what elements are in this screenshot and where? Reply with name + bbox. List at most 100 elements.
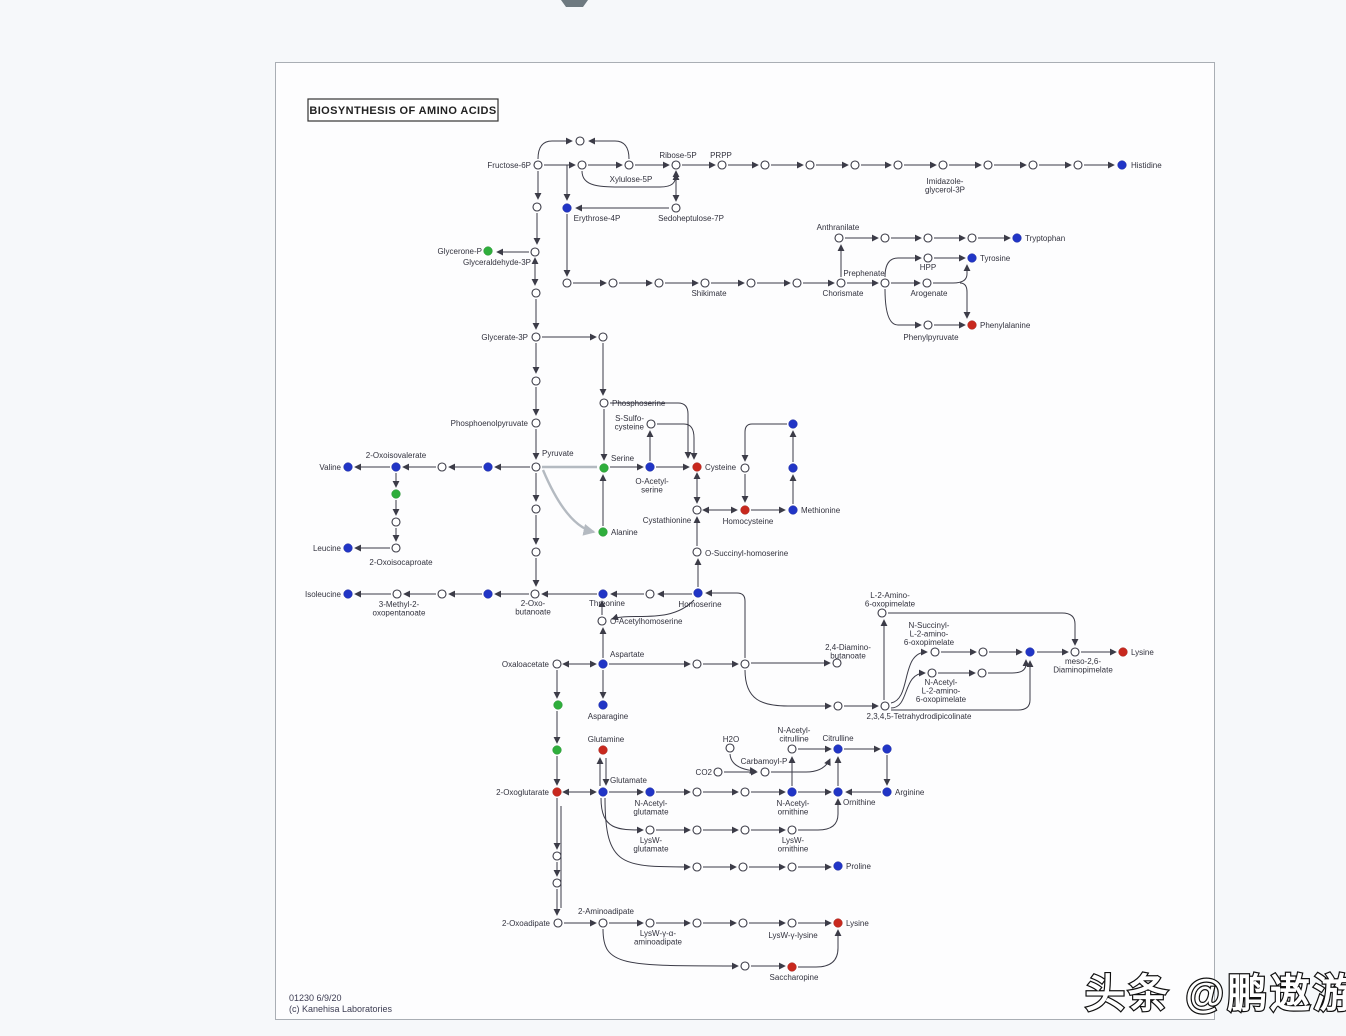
compound-node[interactable] (575, 136, 585, 146)
compound-node-glyceraldehyde-3p[interactable] (530, 247, 540, 257)
compound-node-glycerate-3p[interactable] (531, 332, 541, 342)
compound-node-n-acetylglutamate[interactable] (645, 787, 655, 797)
compound-node[interactable] (483, 589, 493, 599)
compound-node[interactable] (738, 918, 748, 928)
compound-node-2-aminoadipate[interactable] (598, 918, 608, 928)
compound-node-carbamoyl-p[interactable] (760, 767, 770, 777)
compound-node-threonine[interactable] (598, 589, 608, 599)
compound-node-valine[interactable] (343, 462, 353, 472)
compound-node-prpp[interactable] (717, 160, 727, 170)
compound-node[interactable] (740, 961, 750, 971)
compound-node-2-oxoisovalerate[interactable] (391, 462, 401, 472)
compound-node[interactable] (923, 233, 933, 243)
compound-node-lysw-ornithine[interactable] (787, 825, 797, 835)
compound-node-s-sulfocysteine[interactable] (646, 419, 656, 429)
compound-node-methionine[interactable] (788, 505, 798, 515)
compound-node-isoleucine[interactable] (343, 589, 353, 599)
compound-node-glycerone-p[interactable] (483, 246, 493, 256)
compound-node[interactable] (983, 160, 993, 170)
compound-node-tryptophan[interactable] (1012, 233, 1022, 243)
compound-node[interactable] (577, 160, 587, 170)
compound-node[interactable] (531, 376, 541, 386)
compound-node-tyrosine[interactable] (967, 253, 977, 263)
compound-node-2-oxobutanoate[interactable] (530, 589, 540, 599)
compound-node-sedoheptulose-7p[interactable] (671, 203, 681, 213)
compound-node[interactable] (740, 787, 750, 797)
compound-node-shikimate[interactable] (700, 278, 710, 288)
compound-node[interactable] (692, 862, 702, 872)
compound-node[interactable] (483, 462, 493, 472)
compound-node-lysw-glutamate[interactable] (645, 825, 655, 835)
compound-node[interactable] (1028, 160, 1038, 170)
compound-node-2-oxoglutarate[interactable] (552, 787, 562, 797)
compound-node[interactable] (553, 700, 563, 710)
compound-node-citrulline[interactable] (833, 744, 843, 754)
compound-node[interactable] (967, 233, 977, 243)
compound-node-lysw-lysine[interactable] (787, 918, 797, 928)
compound-node[interactable] (692, 659, 702, 669)
compound-node-phenylpyruvate[interactable] (923, 320, 933, 330)
compound-node-n-acetylornithine[interactable] (787, 787, 797, 797)
compound-node[interactable] (880, 233, 890, 243)
compound-node-phosphoenolpyruvate[interactable] (531, 418, 541, 428)
compound-node-o-acetylserine[interactable] (645, 462, 655, 472)
compound-node-24-diaminobutanoate[interactable] (832, 658, 842, 668)
compound-node-fructose-6p[interactable] (533, 160, 543, 170)
compound-node[interactable] (532, 202, 542, 212)
compound-node-glutamate[interactable] (598, 787, 608, 797)
compound-node[interactable] (552, 851, 562, 861)
compound-node-arginine[interactable] (882, 787, 892, 797)
compound-node-cysteine[interactable] (692, 462, 702, 472)
compound-node-2-oxoisocaproate[interactable] (391, 543, 401, 553)
compound-node-serine[interactable] (599, 463, 609, 473)
compound-node[interactable] (938, 160, 948, 170)
compound-node[interactable] (788, 463, 798, 473)
compound-node-xylulose-5p[interactable] (624, 160, 634, 170)
compound-node-l-2-amino-6-oxopimelate[interactable] (877, 608, 887, 618)
compound-node[interactable] (740, 825, 750, 835)
compound-node[interactable] (552, 878, 562, 888)
compound-node-glutamine[interactable] (598, 745, 608, 755)
compound-node[interactable] (391, 517, 401, 527)
compound-node[interactable] (1073, 160, 1083, 170)
compound-node-o-succinylhomoserine[interactable] (692, 547, 702, 557)
compound-node-homocysteine[interactable] (740, 505, 750, 515)
compound-node-lysine-bottom[interactable] (833, 918, 843, 928)
compound-node[interactable] (531, 504, 541, 514)
compound-node[interactable] (645, 589, 655, 599)
compound-node-co2[interactable] (713, 767, 723, 777)
compound-node-n-acetylcitrulline[interactable] (787, 744, 797, 754)
compound-node-lysw-aminoadipate[interactable] (645, 918, 655, 928)
compound-node-hpp[interactable] (923, 253, 933, 263)
compound-node-2-oxoadipate[interactable] (553, 918, 563, 928)
compound-node-arogenate[interactable] (922, 278, 932, 288)
compound-node[interactable] (882, 744, 892, 754)
compound-node[interactable] (893, 160, 903, 170)
compound-node-leucine[interactable] (343, 543, 353, 553)
compound-node-phosphoserine[interactable] (599, 398, 609, 408)
compound-node[interactable] (805, 160, 815, 170)
compound-node[interactable] (437, 462, 447, 472)
compound-node-lysine[interactable] (1118, 647, 1128, 657)
compound-node-ribose-5p[interactable] (671, 160, 681, 170)
compound-node-cystathionine[interactable] (692, 505, 702, 515)
compound-node-proline[interactable] (833, 861, 843, 871)
compound-node[interactable] (740, 659, 750, 669)
compound-node[interactable] (740, 463, 750, 473)
compound-node-tetrahydrodipicolinate[interactable] (880, 701, 890, 711)
compound-node-alanine[interactable] (598, 527, 608, 537)
compound-node-erythrose-4p[interactable] (562, 203, 572, 213)
compound-node[interactable] (738, 862, 748, 872)
compound-node[interactable] (977, 668, 987, 678)
compound-node[interactable] (930, 647, 940, 657)
compound-node[interactable] (437, 589, 447, 599)
compound-node[interactable] (598, 332, 608, 342)
compound-node-o-acetylhomoserine[interactable] (597, 616, 607, 626)
compound-node-anthranilate[interactable] (834, 233, 844, 243)
compound-node[interactable] (608, 278, 618, 288)
compound-node-h2o[interactable] (725, 743, 735, 753)
compound-node-saccharopine[interactable] (787, 962, 797, 972)
compound-node-phenylalanine[interactable] (967, 320, 977, 330)
compound-node[interactable] (1025, 647, 1035, 657)
compound-node[interactable] (788, 419, 798, 429)
